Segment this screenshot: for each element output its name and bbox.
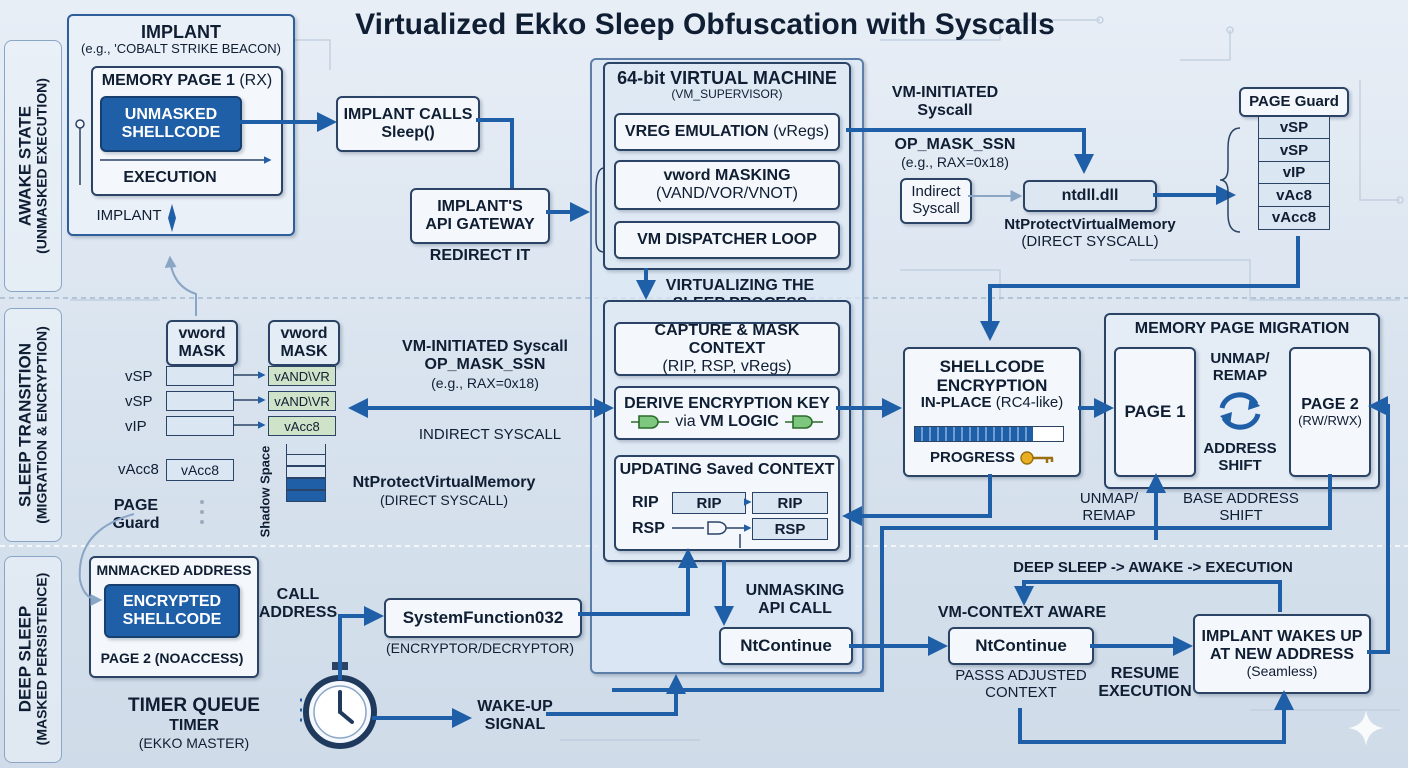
- mask-cell: [166, 366, 234, 386]
- mask-cell: vAcc8: [268, 416, 336, 436]
- rip-label: RIP: [632, 494, 659, 511]
- implant-subtitle: (e.g., 'COBALT STRIKE BEACON): [81, 41, 281, 57]
- vm-subtitle: (VM_SUPERVISOR): [671, 87, 783, 102]
- sparkle-icon: [1348, 710, 1384, 746]
- progress-label: PROGRESS: [930, 449, 1057, 466]
- indirect-syscall-mid: INDIRECT SYSCALL: [418, 426, 562, 443]
- shadow-space-label: Shadow Space: [257, 445, 273, 538]
- redirect-label: REDIRECT IT: [429, 247, 531, 264]
- mask-cell: vAND\VR: [268, 391, 336, 411]
- row-label: vIP: [125, 418, 147, 435]
- timer-queue-label: TIMER QUEUE TIMER (EKKO MASTER): [128, 695, 260, 752]
- stack-cell: vAc8: [1258, 183, 1330, 207]
- memory-page-1-title: MEMORY PAGE 1: [101, 72, 235, 89]
- ntprotect-mid: NtProtectVirtualMemory(DIRECT SYSCALL): [352, 474, 536, 509]
- unmap-remap-label: UNMAP/REMAP: [1210, 350, 1270, 385]
- stack-cell: vIP: [1258, 160, 1330, 185]
- vacc-cell: vAcc8: [166, 459, 234, 481]
- op-mask-ssn-top: OP_MASK_SSN(e.g., RAX=0x18): [894, 136, 1016, 171]
- capture-mask-context: CAPTURE & MASK CONTEXT(RIP, RSP, vRegs): [614, 322, 840, 376]
- awake-state-label: AWAKE STATE (UNMASKED EXECUTION): [4, 40, 62, 292]
- rsp-new-cell: RSP: [752, 518, 828, 540]
- key-icon: [1020, 450, 1054, 465]
- page-guard-stack: vSP vSP vIP vAc8 vAcc8: [1258, 115, 1330, 230]
- vword-masking: vword MASKING(VAND/VOR/VNOT): [614, 160, 840, 210]
- vacc-label: vAcc8: [118, 461, 159, 478]
- vm-dispatcher-loop: VM DISPATCHER LOOP: [614, 221, 840, 259]
- sleep-transition-label: SLEEP TRANSITION (MIGRATION & ENCRYPTION…: [4, 308, 62, 542]
- progress-bar: [914, 426, 1064, 442]
- vm-title: 64-bit VIRTUAL MACHINE: [617, 68, 837, 88]
- deep-sleep-label: DEEP SLEEP (MASKED PERSISTENCE): [4, 556, 62, 763]
- row-label: vSP: [125, 393, 153, 410]
- systemfunction032-sub: (ENCRYPTOR/DECRYPTOR): [386, 640, 574, 656]
- page-2-noaccess: PAGE 2 (NOACCESS): [100, 650, 244, 666]
- rip-old-cell: RIP: [672, 492, 746, 514]
- memory-page-1-perm: (RX): [239, 72, 273, 89]
- systemfunction032: SystemFunction032: [384, 598, 582, 638]
- mask-cell: [166, 391, 234, 411]
- mask-cell: [166, 416, 234, 436]
- vreg-emulation: VREG EMULATION (vRegs): [614, 113, 840, 151]
- implant-marker-label: IMPLANT: [96, 207, 162, 224]
- rsp-label: RSP: [632, 520, 665, 537]
- stack-cell: vSP: [1258, 115, 1330, 140]
- execution-label: EXECUTION: [123, 169, 217, 186]
- ntcontinue-vm: NtContinue: [719, 627, 853, 665]
- ntprotect-top: NtProtectVirtualMemory(DIRECT SYSCALL): [1004, 216, 1176, 250]
- cycle-arrows-icon: [1219, 392, 1261, 430]
- ntdll-box: ntdll.dll: [1023, 180, 1157, 212]
- unmap-remap-bottom: UNMAP/REMAP: [1079, 490, 1139, 525]
- rip-new-cell: RIP: [752, 492, 828, 514]
- stopwatch-icon: [300, 662, 377, 749]
- row-label: vSP: [125, 368, 153, 385]
- page-1-box: PAGE 1: [1114, 347, 1196, 477]
- loop-label: DEEP SLEEP -> AWAKE -> EXECUTION: [1013, 559, 1293, 576]
- mask-cell: vAND\VR: [268, 366, 336, 386]
- derive-encryption-key: DERIVE ENCRYPTION KEY via VM LOGIC: [614, 386, 840, 440]
- logic-gate-icon: [784, 415, 823, 429]
- unmasked-shellcode: UNMASKED SHELLCODE: [100, 96, 242, 152]
- stack-cell: vSP: [1258, 138, 1330, 162]
- logic-gate-icon: [631, 415, 670, 429]
- page-2-box: PAGE 2(RW/RWX): [1289, 347, 1371, 477]
- page-guard-top-title: PAGE Guard: [1239, 87, 1349, 117]
- page-title: Virtualized Ekko Sleep Obfuscation with …: [355, 8, 1055, 41]
- vm-context-aware: VM-CONTEXT AWARE: [937, 604, 1107, 621]
- shellcode-encryption: SHELLCODE ENCRYPTION IN-PLACE (RC4-like): [903, 347, 1081, 477]
- ntcontinue-aware: NtContinue: [948, 627, 1094, 665]
- implant-title: IMPLANT: [141, 22, 221, 42]
- shadow-space-stack: [286, 444, 326, 502]
- stack-cell: vAcc8: [1258, 205, 1330, 230]
